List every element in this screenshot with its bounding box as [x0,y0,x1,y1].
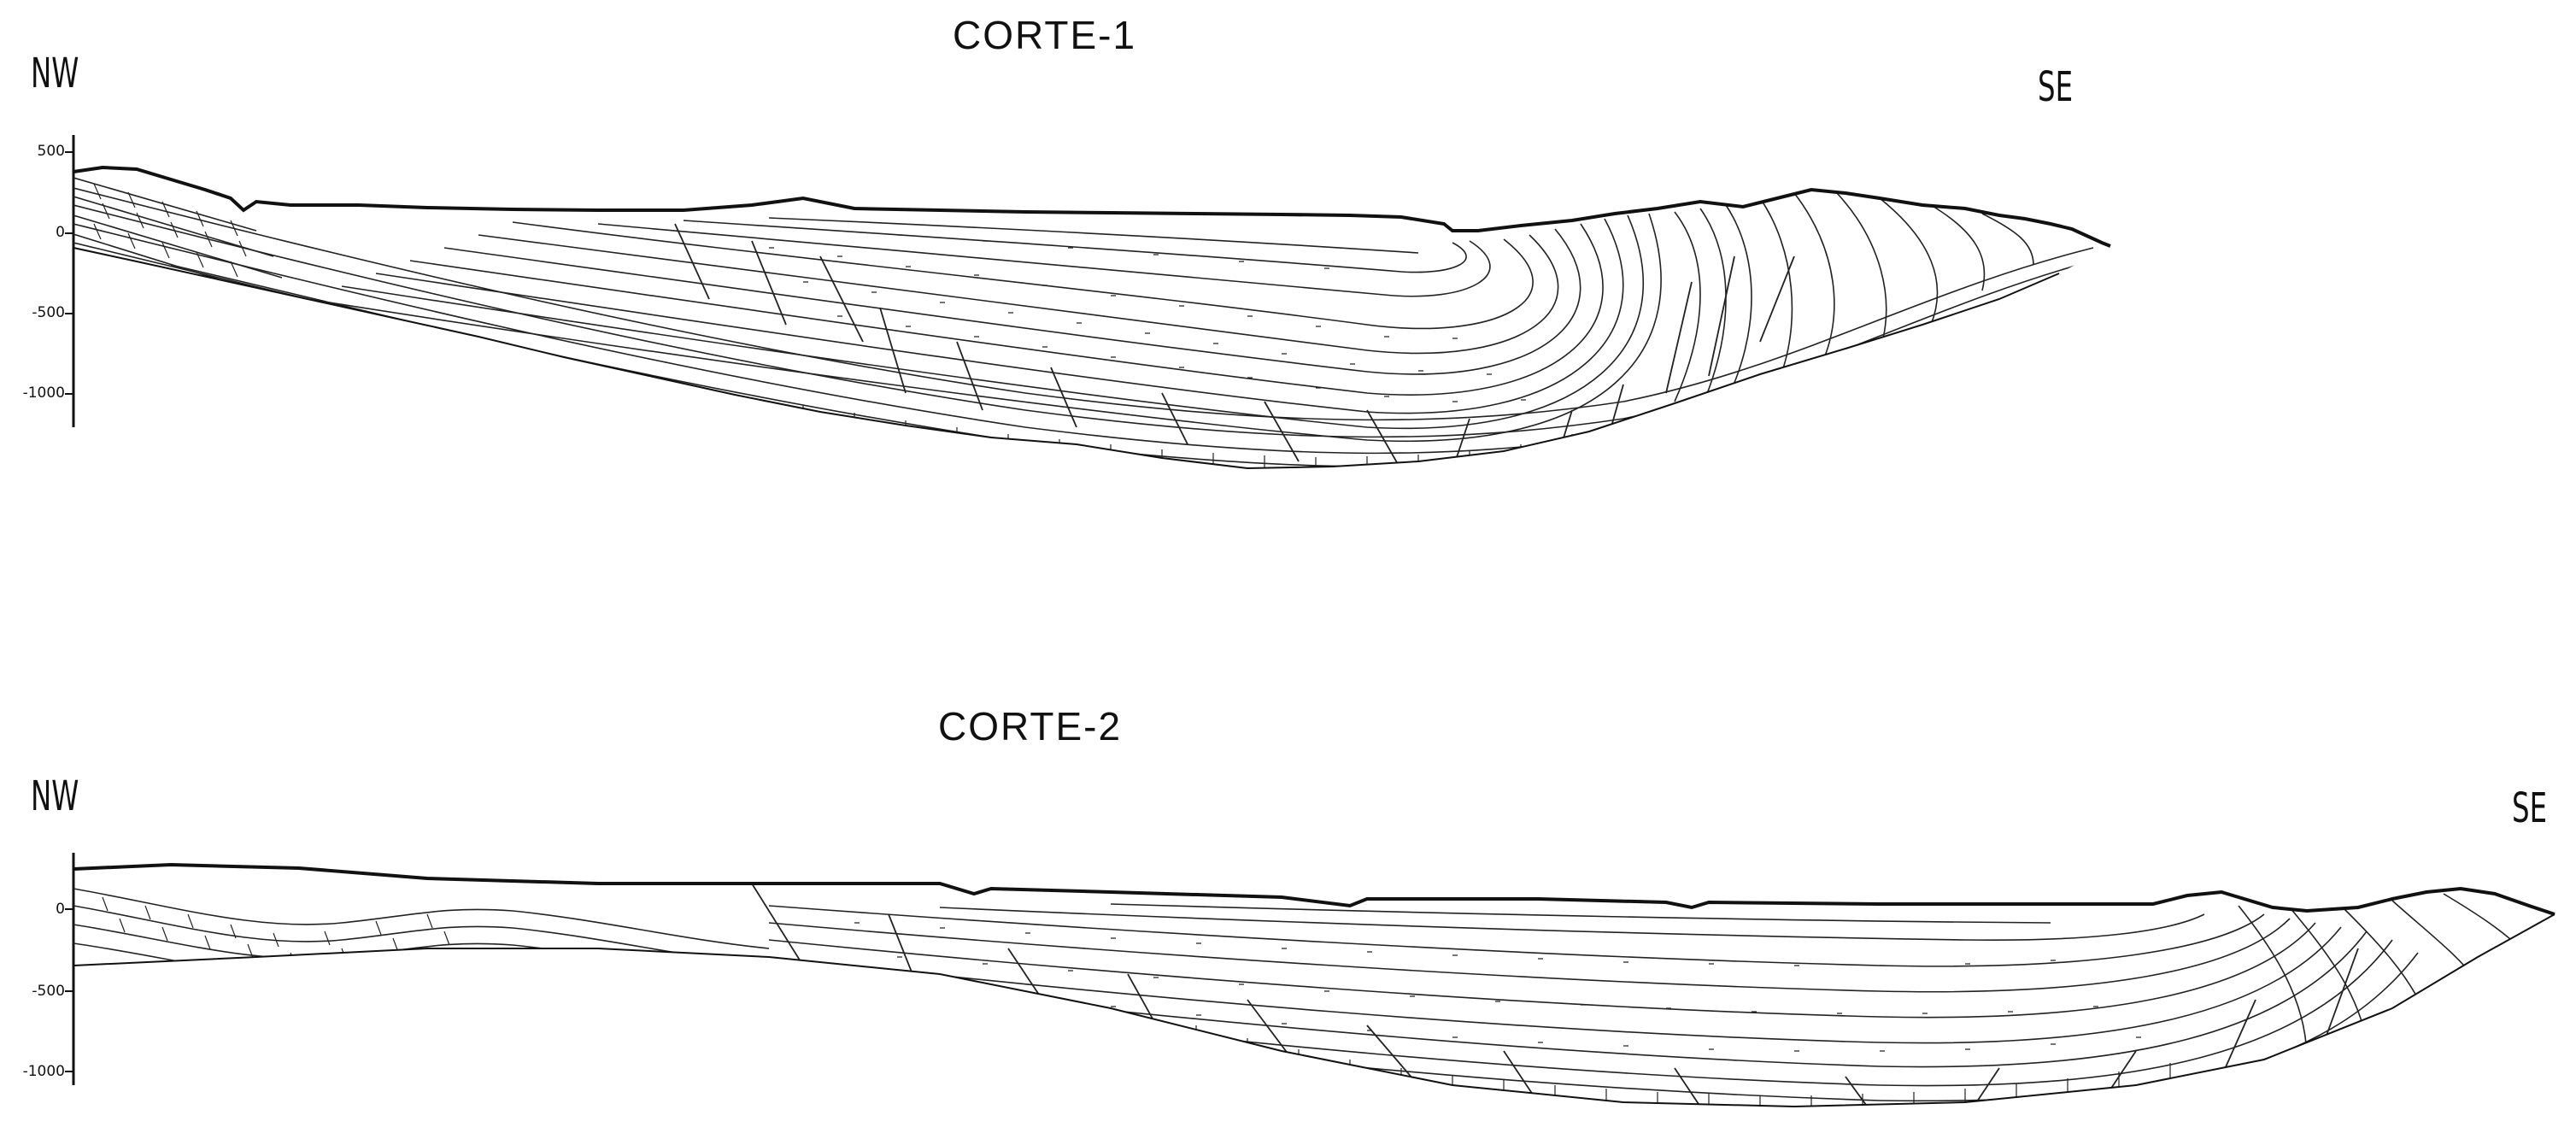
section2-cross-section [0,0,2576,1139]
